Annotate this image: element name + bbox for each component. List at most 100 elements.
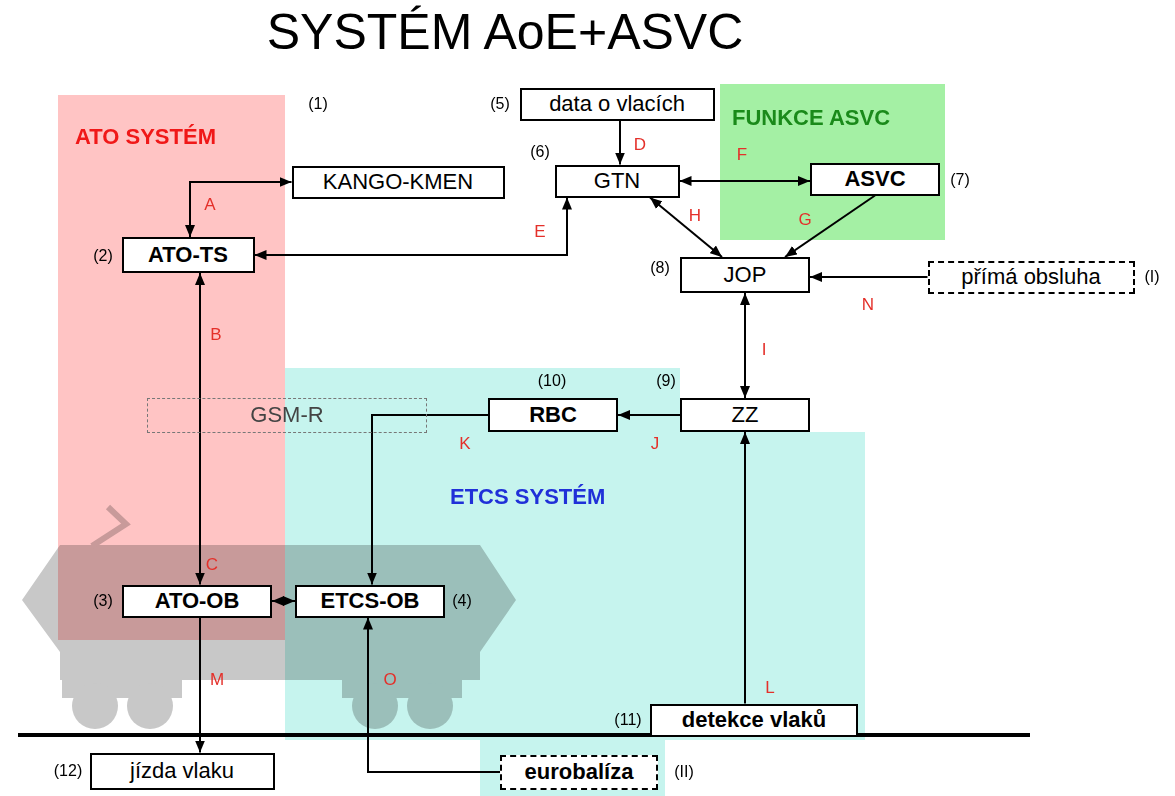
box-label: JOP xyxy=(724,263,767,287)
process-box: JOP xyxy=(680,257,810,293)
callout-wrap: (6) xyxy=(530,143,550,161)
callout-number: (2) xyxy=(93,247,113,264)
process-box: GTN xyxy=(555,165,680,198)
radio-network-box: GSM-R xyxy=(147,398,427,433)
connector-arrow xyxy=(810,276,928,278)
box-label: GTN xyxy=(594,169,640,193)
callout-wrap: (4) xyxy=(452,592,472,610)
edge-label-wrap: I xyxy=(762,341,767,360)
function-band: FUNKCE ASVC ASVC xyxy=(720,84,945,240)
edge-label-wrap: L xyxy=(765,679,774,698)
callout-number: (3) xyxy=(93,592,113,609)
box-label: detekce vlaků xyxy=(682,708,826,732)
region-shape xyxy=(58,95,285,640)
box-label: data o vlacích xyxy=(549,92,685,116)
callout-wrap: (12) xyxy=(54,762,82,780)
edge-label-wrap: H xyxy=(689,207,701,226)
region-title: ETCS SYSTÉM xyxy=(450,485,605,509)
callout-number: (1) xyxy=(308,95,328,112)
edge-label-wrap: F xyxy=(737,146,747,165)
process-box: ZZ xyxy=(680,398,810,432)
box-label: eurobalíza xyxy=(525,760,634,784)
callout-wrap: (9) xyxy=(656,372,676,390)
callout-number: (9) xyxy=(656,372,676,389)
edge-label-wrap: J xyxy=(651,435,660,454)
box-label: ASVC xyxy=(844,167,905,191)
process-box: ATO-OB xyxy=(122,585,272,618)
process-box: ETCS-OB xyxy=(295,585,445,618)
edge-label-wrap: K xyxy=(459,435,470,454)
process-box: KANGO-KMEN xyxy=(292,166,505,199)
callout-wrap: (2) xyxy=(93,247,113,265)
interface-letter: J xyxy=(651,434,660,453)
process-box: jízda vlaku xyxy=(90,753,275,790)
interface-letter: C xyxy=(206,555,218,574)
external-box: eurobalíza xyxy=(500,755,658,790)
title-wrap: SYSTÉM AoE+ASVC xyxy=(267,4,744,62)
external-box: přímá obsluha xyxy=(928,261,1135,294)
callout-number: (11) xyxy=(614,711,641,728)
system-band: ATO SYSTÉM ATO-TS ATO-OB xyxy=(58,95,285,640)
connector-arrow xyxy=(744,293,746,398)
box-label: jízda vlaku xyxy=(130,759,234,783)
callout-wrap: (5) xyxy=(490,95,510,113)
interface-letter: A xyxy=(204,195,215,214)
interface-letter: N xyxy=(862,295,874,314)
connector-arrow xyxy=(255,198,568,256)
interface-letter: M xyxy=(210,670,224,689)
callout-number: (I) xyxy=(1144,268,1159,285)
process-box: detekce vlaků xyxy=(650,704,858,737)
callout-number: (II) xyxy=(674,763,694,780)
edge-label-wrap: C xyxy=(206,556,218,575)
box-label: ETCS-OB xyxy=(321,589,420,613)
edge-label-wrap: E xyxy=(534,223,545,242)
diagram-title: SYSTÉM AoE+ASVC xyxy=(267,4,744,60)
interface-letter: F xyxy=(737,145,747,164)
interface-letter: O xyxy=(383,670,396,689)
box-label: přímá obsluha xyxy=(961,265,1100,289)
edge-label-wrap: M xyxy=(210,671,224,690)
process-box: ASVC xyxy=(810,163,940,196)
callout-number: (8) xyxy=(650,259,670,276)
callout-wrap: (7) xyxy=(950,171,970,189)
region-title: FUNKCE ASVC xyxy=(732,106,890,130)
callout-number: (7) xyxy=(950,171,970,188)
interface-letter: L xyxy=(765,678,774,697)
region-title: ATO SYSTÉM xyxy=(75,125,216,149)
box-label: ATO-TS xyxy=(148,243,228,267)
process-box: data o vlacích xyxy=(520,88,715,121)
box-label: RBC xyxy=(529,403,577,427)
box-label: KANGO-KMEN xyxy=(323,170,473,194)
callout-wrap: (8) xyxy=(650,259,670,277)
callout-number: (6) xyxy=(530,143,550,160)
callout-wrap: (1) xyxy=(308,95,328,113)
interface-letter: D xyxy=(634,135,646,154)
wheel xyxy=(72,683,118,729)
connector-arrow xyxy=(650,198,722,258)
box-label: ZZ xyxy=(732,403,759,427)
interface-letter: I xyxy=(762,340,767,359)
edge-label-wrap: G xyxy=(798,211,811,230)
box-label: ATO-OB xyxy=(155,589,240,613)
region-fill xyxy=(58,95,285,640)
edge-label-wrap: O xyxy=(383,671,396,690)
interface-letter: B xyxy=(210,325,221,344)
callout-number: (12) xyxy=(54,762,82,779)
edge-label-wrap: B xyxy=(210,326,221,345)
interface-letter: G xyxy=(798,210,811,229)
wheel xyxy=(127,683,173,729)
box-label: GSM-R xyxy=(250,403,323,427)
connector-arrow xyxy=(619,121,621,165)
callout-wrap: (10) xyxy=(538,372,566,390)
process-box: RBC xyxy=(488,398,618,432)
callout-number: (10) xyxy=(538,372,566,389)
process-box: ATO-TS xyxy=(122,237,255,273)
interface-letter: H xyxy=(689,206,701,225)
region-shape xyxy=(720,84,945,240)
edge-label-wrap: N xyxy=(862,296,874,315)
callout-wrap: (3) xyxy=(93,592,113,610)
edge-label-wrap: D xyxy=(634,136,646,155)
interface-letter: K xyxy=(459,434,470,453)
interface-letter: E xyxy=(534,222,545,241)
